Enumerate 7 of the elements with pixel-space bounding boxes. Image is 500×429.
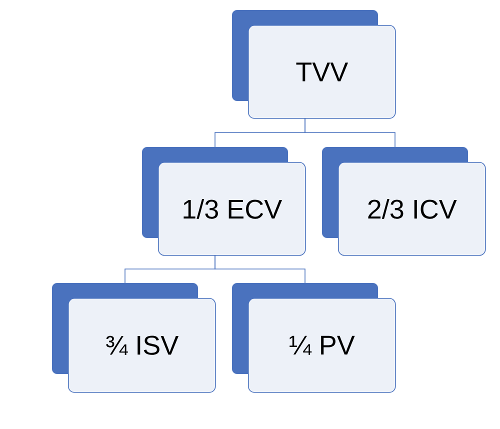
- stacked-box: ¾ ISV: [52, 283, 216, 393]
- connector-line: [214, 254, 306, 284]
- stacked-box: 2/3 ICV: [322, 147, 486, 256]
- stacked-box: ¼ PV: [232, 283, 396, 393]
- connector-line: [304, 118, 396, 148]
- stacked-box: TVV: [232, 10, 396, 119]
- stacked-box: 1/3 ECV: [142, 147, 306, 256]
